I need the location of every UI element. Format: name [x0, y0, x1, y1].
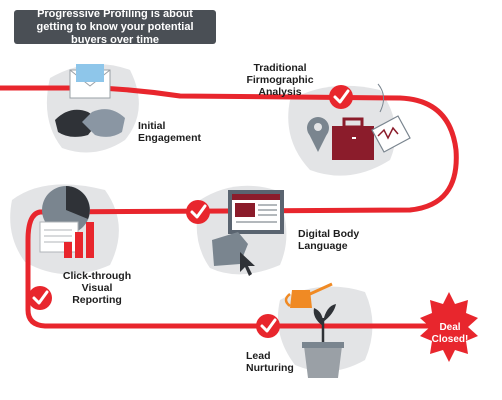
envelope-icon: [69, 64, 111, 99]
journey-path: [0, 85, 459, 329]
deal-closed-label: Deal Closed!: [431, 322, 469, 345]
monitor-icon: [228, 190, 284, 234]
check-icon-digital: [186, 200, 210, 224]
plant-pot-icon: [302, 304, 344, 378]
label-firmographic-analysis: Traditional Firmographic Analysis: [246, 62, 314, 98]
handshake-icon: [55, 109, 125, 137]
header-title: Progressive Profiling is about getting t…: [36, 7, 194, 46]
hand-icon: [212, 232, 248, 266]
map-pin-icon: [307, 117, 329, 152]
header-banner: Progressive Profiling is about getting t…: [14, 7, 216, 46]
watering-can-icon: [284, 282, 333, 308]
label-initial-engagement: Initial Engagement: [138, 120, 202, 144]
check-icon-nurturing: [256, 314, 280, 338]
cursor-icon: [240, 252, 255, 276]
check-icon-firmographic: [329, 85, 353, 109]
report-sheet-icon: [39, 221, 79, 253]
check-icon-reporting: [28, 286, 52, 310]
deal-closed-badge: [420, 292, 478, 362]
price-tag-icon: [371, 83, 411, 153]
label-lead-nurturing: Lead Nurturing: [246, 350, 294, 374]
label-visual-reporting: Click-through Visual Reporting: [62, 270, 132, 306]
label-digital-body-language: Digital Body Language: [298, 228, 360, 252]
briefcase-icon: [332, 117, 374, 160]
bar-chart-icon: [64, 222, 94, 258]
